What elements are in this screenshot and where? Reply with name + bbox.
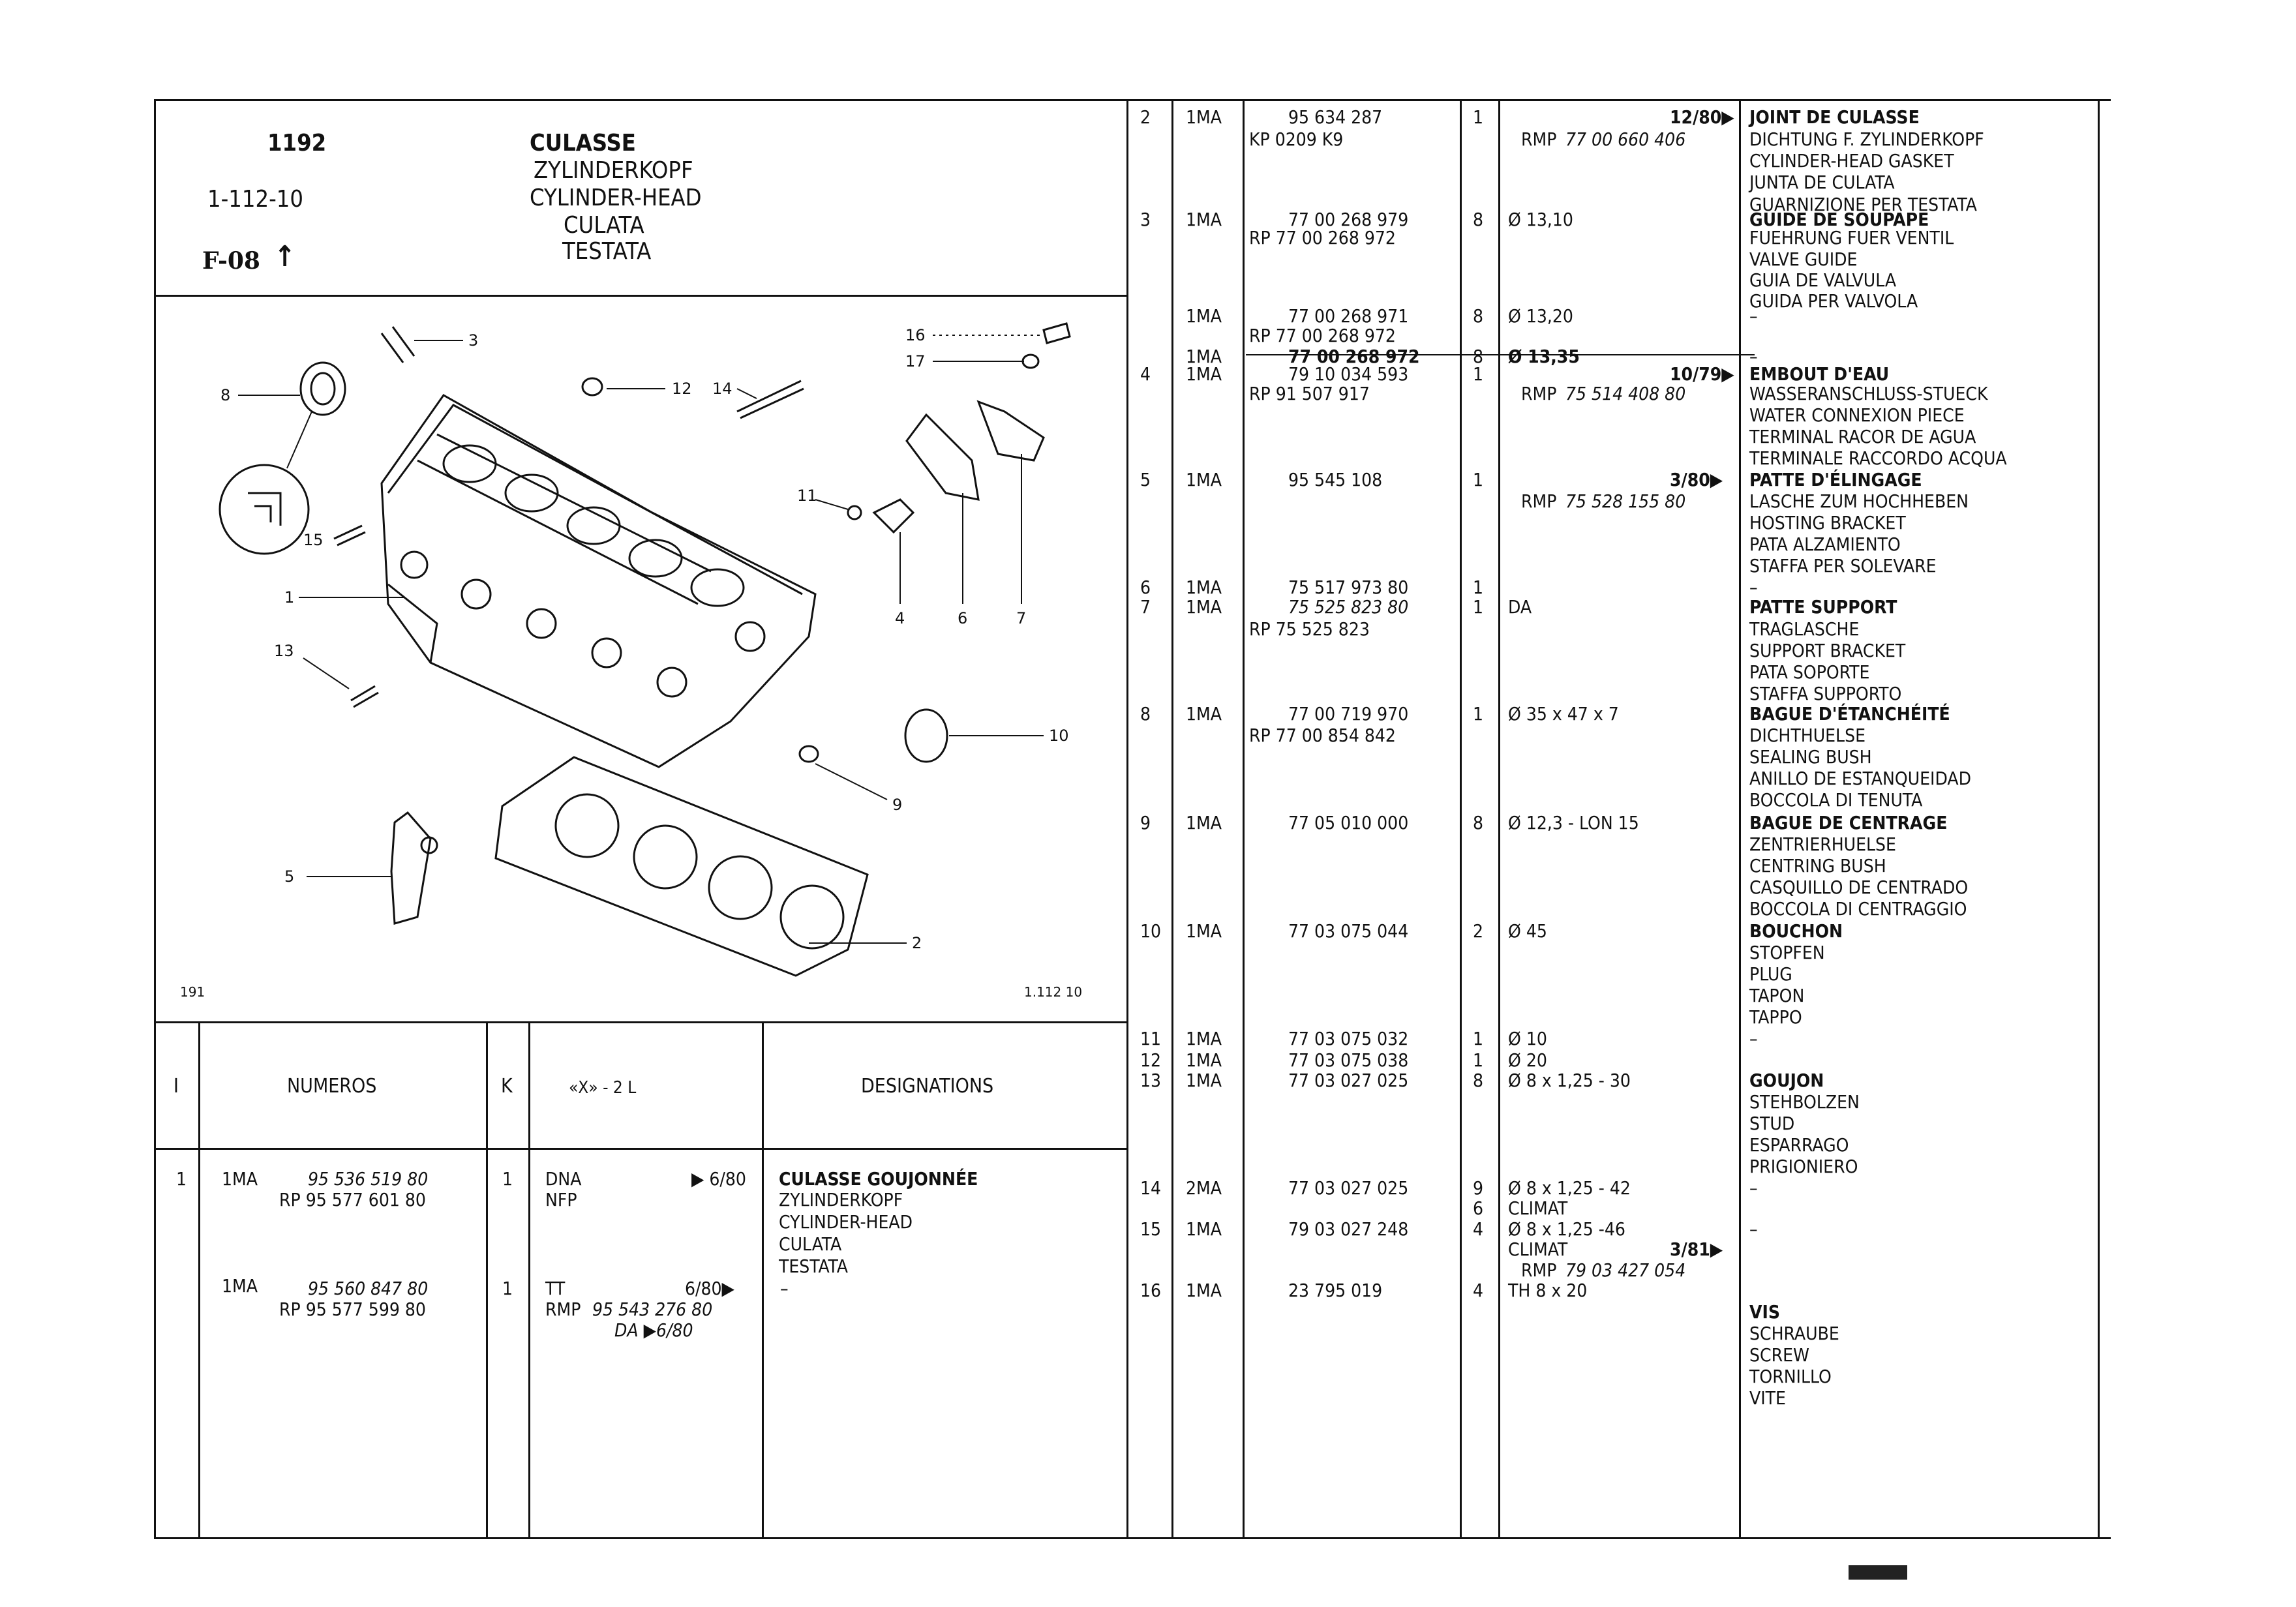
part-ref: 1-112-10 xyxy=(207,186,303,213)
cylinder-head-part xyxy=(380,394,817,768)
part-code: 1192 xyxy=(267,130,327,157)
col-line-1 xyxy=(198,1021,200,1539)
col-header-i: I xyxy=(174,1075,179,1098)
title-es: CULATA xyxy=(564,212,644,239)
title-fr: CULASSE xyxy=(530,130,636,157)
right-col-5 xyxy=(1739,99,1741,1539)
right-col-3 xyxy=(1460,99,1462,1539)
up-arrow-icon: ↑ xyxy=(274,240,296,273)
callout-2: 2 xyxy=(912,934,922,952)
callout-13: 13 xyxy=(274,642,294,660)
head-gasket-part xyxy=(494,756,869,977)
col-header-x: «X» - 2 L xyxy=(569,1078,637,1098)
callout-3: 3 xyxy=(468,331,478,350)
right-bottom-line xyxy=(1128,1537,2111,1539)
callout-6: 6 xyxy=(958,609,967,627)
right-edge xyxy=(2098,99,2100,1539)
callout-12: 12 xyxy=(672,380,692,398)
left-frame xyxy=(154,99,1128,1539)
right-col-1 xyxy=(1171,99,1173,1539)
callout-14: 14 xyxy=(712,380,733,398)
cylinder-head-diagram: 1 2 3 4 5 6 7 8 9 10 11 12 13 14 15 16 1… xyxy=(180,322,1082,1000)
col-line-2 xyxy=(486,1021,488,1539)
callout-8: 8 xyxy=(220,386,230,404)
page-mark xyxy=(1849,1565,1907,1580)
title-de: ZYLINDERKOPF xyxy=(534,157,693,184)
right-col-4 xyxy=(1498,99,1500,1539)
callout-15: 15 xyxy=(303,531,324,549)
title-en: CYLINDER-HEAD xyxy=(530,185,702,211)
table-header-divider xyxy=(154,1148,1128,1150)
callout-11: 11 xyxy=(797,487,817,505)
col-line-3 xyxy=(528,1021,530,1539)
callout-17: 17 xyxy=(905,352,926,370)
col-header-designations: DESIGNATIONS xyxy=(861,1075,994,1098)
figure-ref: F-08 xyxy=(202,247,260,275)
callout-9: 9 xyxy=(892,796,902,814)
right-col-2 xyxy=(1243,99,1245,1539)
title-it: TESTATA xyxy=(562,238,652,265)
callout-7: 7 xyxy=(1016,609,1026,627)
callout-10: 10 xyxy=(1049,727,1069,745)
callout-1: 1 xyxy=(284,588,294,607)
callout-5: 5 xyxy=(284,867,294,886)
callout-16: 16 xyxy=(905,326,926,344)
diagram-label-right: 1.112 10 xyxy=(1024,984,1082,1000)
col-header-k: K xyxy=(501,1075,513,1098)
col-line-4 xyxy=(762,1021,764,1539)
diagram-label-left: 191 xyxy=(180,984,205,1000)
callout-4: 4 xyxy=(895,609,905,627)
diagram-divider xyxy=(154,1021,1128,1023)
row-separator xyxy=(1246,354,1755,355)
col-header-numeros: NUMEROS xyxy=(287,1075,377,1098)
header-divider xyxy=(154,295,1128,297)
right-top-line xyxy=(1128,99,2111,101)
